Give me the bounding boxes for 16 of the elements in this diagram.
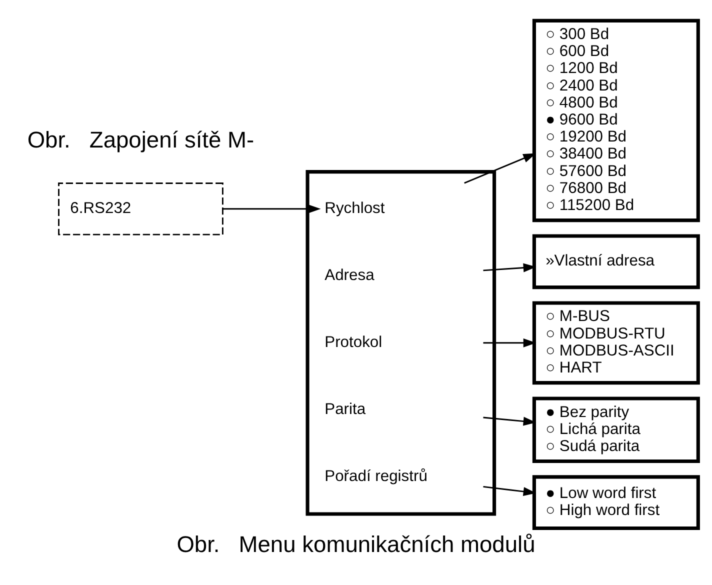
arrow [483, 262, 536, 272]
node-box: ● Bez parity ○ Lichá parita ○ Sudá parita [532, 396, 700, 462]
node-text: Pořadí registrů [324, 467, 428, 484]
node-box: ○ M-BUS ○ MODBUS-RTU ○ MODBUS-ASCII ○ HART [532, 300, 700, 384]
node-box: ● Low word first ○ High word first [532, 474, 700, 530]
arrow [483, 338, 536, 347]
label: Obr. Zapojení sítě M- [27, 126, 254, 152]
node-text: Protokol [324, 333, 382, 350]
node-text: Parita [324, 400, 366, 418]
node-box: »Vlastní adresa [532, 234, 700, 289]
node-box: ○ 300 Bd ○ 600 Bd ○ 1200 Bd ○ 2400 Bd ○ 4800 Bd ● 9600 Bd ○ 19200 Bd ○ 38400 Bd ○ 57600 Bd ○ 76800 Bd ○ 115200 Bd [532, 18, 700, 222]
caption: Obr. Menu komunikačních modulů [176, 530, 536, 557]
node-text: Adresa [324, 266, 374, 284]
node-text: Rychlost [324, 199, 385, 216]
arrow [222, 204, 321, 213]
node-box: 6.RS232 [58, 182, 224, 235]
